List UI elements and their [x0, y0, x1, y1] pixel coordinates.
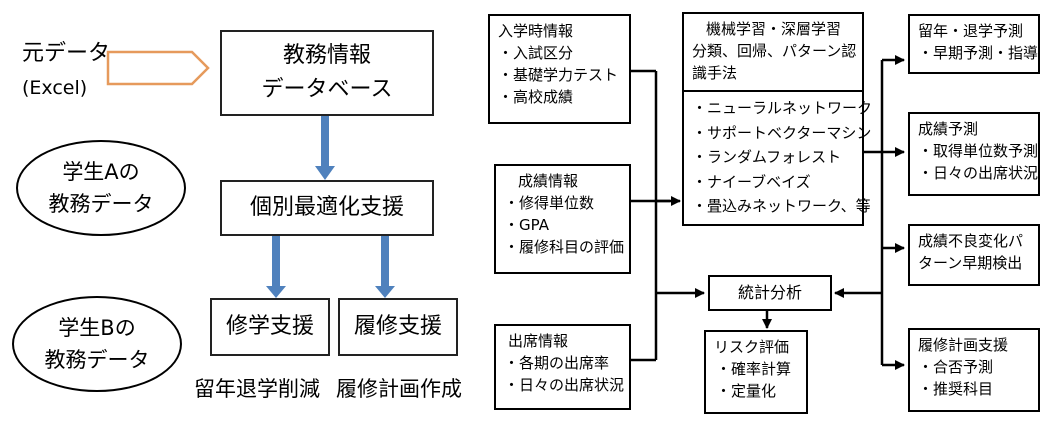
grade-info-box: 成績情報 ・修得単位数 ・GPA ・履修科目の評価 — [494, 164, 631, 274]
course-plan-support-box: 履修計画支援 ・合否予測 ・推奨科目 — [908, 328, 1040, 412]
database-box: 教務情報 データベース — [220, 30, 434, 116]
student-a-ellipse: 学生Aの 教務データ — [16, 140, 186, 236]
source-arrow — [106, 50, 210, 86]
attendance-info-box: 出席情報 ・各期の出席率 ・日々の出席状況 — [494, 324, 631, 410]
risk-evaluation-box: リスク評価 ・確率計算 ・定量化 — [704, 330, 808, 414]
dropout-prediction-box: 留年・退学予測 ・早期予測・指導 — [908, 14, 1040, 74]
grade-prediction-box: 成績予測 ・取得単位数予測 ・日々の出席状況 — [908, 112, 1040, 196]
optimization-box: 個別最適化支援 — [220, 180, 434, 236]
source-format-label: (Excel) — [22, 77, 88, 99]
outcome-dropout-reduction: 留年退学削減 — [194, 377, 320, 401]
course-support-box: 履修支援 — [338, 298, 458, 356]
student-b-ellipse: 学生Bの 教務データ — [12, 296, 182, 392]
statistical-analysis-box: 統計分析 — [708, 275, 832, 311]
study-support-box: 修学支援 — [210, 298, 330, 356]
machine-learning-box: 機械学習・深層学習 分類、回帰、パターン認 識手法 — [682, 12, 864, 92]
outcome-course-plan: 履修計画作成 — [336, 377, 462, 401]
admission-info-box: 入学時情報 ・入試区分 ・基礎学力テスト ・高校成績 — [488, 14, 631, 124]
blue-arrows — [266, 116, 395, 298]
methods-list-box: ・ニューラルネットワーク ・サポートベクターマシン ・ランダムフォレスト ・ナイ… — [682, 90, 872, 226]
source-label: 元データ — [22, 41, 111, 66]
anomaly-detection-box: 成績不良変化パ ターン早期検出 — [908, 224, 1040, 286]
